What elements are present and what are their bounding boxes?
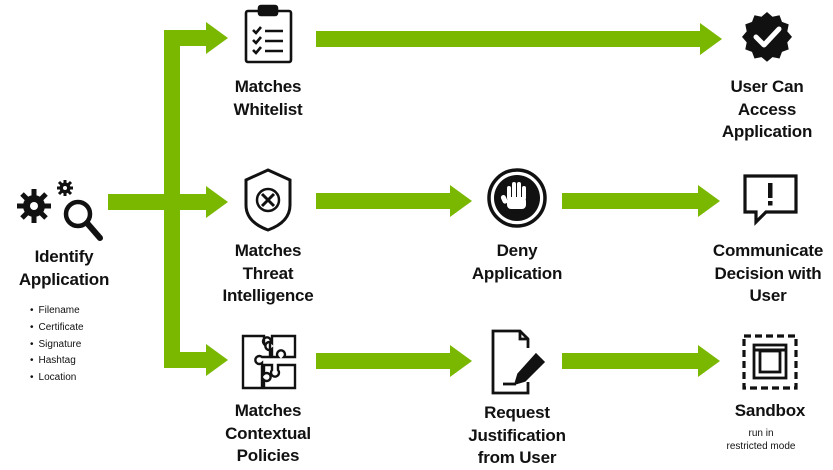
document-sign-icon	[491, 329, 546, 395]
gears-magnifier-icon	[17, 180, 103, 241]
request-justification-title: Request Justification from User	[468, 403, 566, 467]
alert-speech-bubble-icon	[743, 174, 798, 226]
trunk-connector	[108, 194, 172, 210]
arrow-justify-to-sandbox	[562, 345, 720, 377]
matches-contextual-policies-title: Matches Contextual Policies	[225, 401, 311, 465]
attribute-item: Filename	[30, 303, 84, 320]
matches-whitelist-title: Matches Whitelist	[233, 77, 303, 119]
sandbox-title: Sandbox	[734, 401, 806, 420]
arrow-identify-to-whitelist	[164, 22, 228, 54]
shield-x-icon	[244, 168, 292, 232]
sandbox-subtitle: run in restricted mode	[726, 428, 796, 452]
arrow-identify-to-threat	[164, 186, 228, 218]
arrow-deny-to-communicate	[562, 185, 720, 217]
matches-threat-intelligence-title: Matches Threat Intelligence	[222, 241, 314, 305]
stop-hand-icon	[487, 168, 547, 228]
arrow-whitelist-to-access	[316, 23, 722, 55]
user-can-access-application-title: User Can Access Application	[721, 77, 813, 141]
arrow-identify-to-contextual	[164, 344, 228, 376]
arrow-threat-to-deny	[316, 185, 472, 217]
flow-arrows	[108, 22, 722, 377]
attribute-item: Location	[30, 370, 84, 387]
checklist-clipboard-icon	[244, 4, 293, 64]
attribute-item: Signature	[30, 337, 84, 354]
identify-application-title: Identify Application	[18, 247, 110, 289]
identify-attribute-list: Filename Certificate Signature Hashtag L…	[30, 303, 84, 387]
communicate-decision-title: Communicate Decision with User	[712, 241, 824, 305]
attribute-item: Hashtag	[30, 353, 84, 370]
sandbox-window-icon	[742, 334, 798, 390]
arrow-contextual-to-justify	[316, 345, 472, 377]
verified-badge-icon	[742, 12, 792, 62]
attribute-item: Certificate	[30, 320, 84, 337]
deny-application-title: Deny Application	[471, 241, 563, 283]
puzzle-pieces-icon	[241, 334, 297, 390]
